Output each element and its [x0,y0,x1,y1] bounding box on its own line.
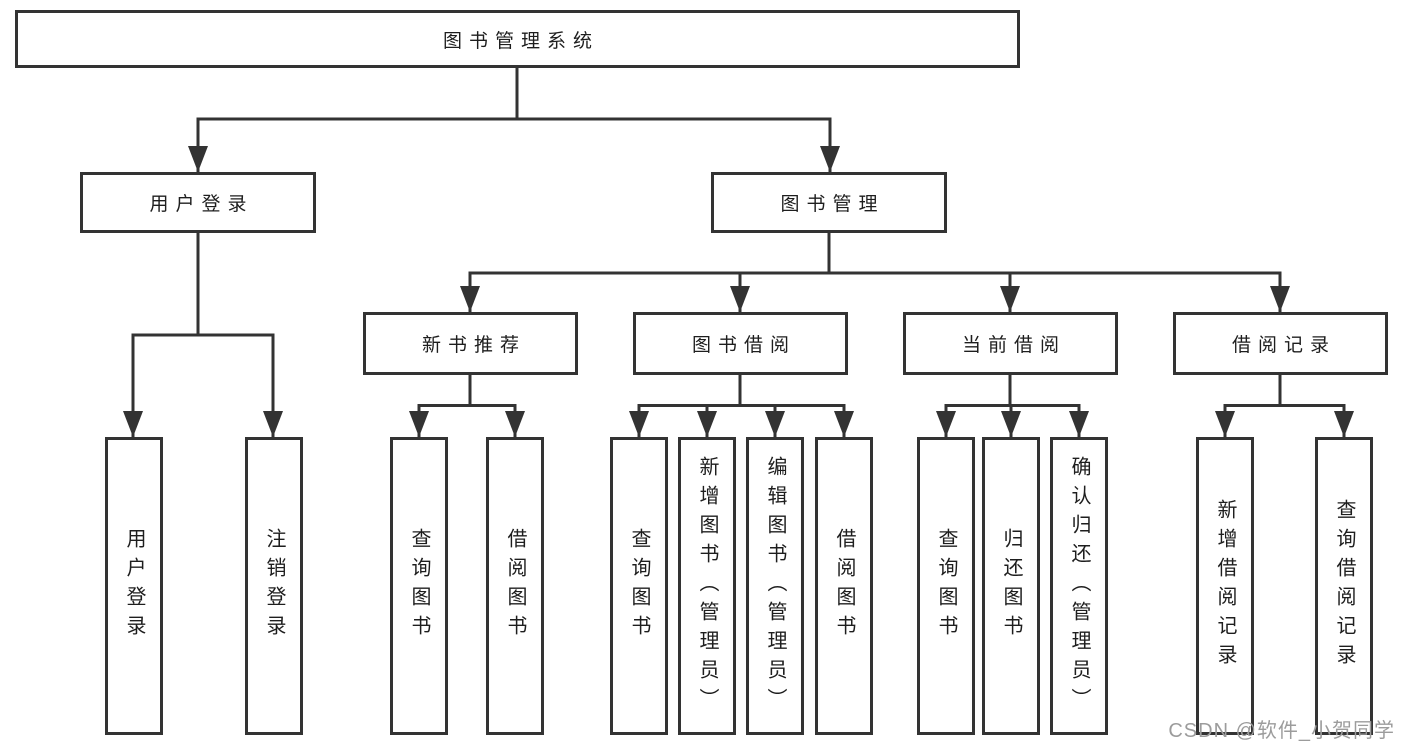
node-current-borrowing: 当前借阅 [903,312,1118,375]
node-user-login: 用户登录 [80,172,316,233]
node-leaf-query-books-1: 查询图书 [390,437,448,735]
node-leaf-add-books-admin: 新增图书（管理员） [678,437,736,735]
node-label: 归还图书 [1000,528,1022,644]
node-label: 新增图书（管理员） [696,455,718,717]
node-label: 新增借阅记录 [1214,499,1236,673]
node-leaf-borrow-books-2: 借阅图书 [815,437,873,735]
node-leaf-return-books: 归还图书 [982,437,1040,735]
node-label: 查询借阅记录 [1333,499,1355,673]
node-label: 查询图书 [408,528,430,644]
node-leaf-query-books-2: 查询图书 [610,437,668,735]
node-leaf-edit-books-admin: 编辑图书（管理员） [746,437,804,735]
node-label: 编辑图书（管理员） [764,455,786,717]
node-leaf-query-borrow-record: 查询借阅记录 [1315,437,1373,735]
node-label: 确认归还（管理员） [1068,455,1090,717]
node-library-management-system: 图书管理系统 [15,10,1020,68]
node-label: 用户登录 [123,528,145,644]
node-label: 借阅图书 [833,528,855,644]
node-leaf-user-login: 用户登录 [105,437,163,735]
node-book-borrowing: 图书借阅 [633,312,848,375]
node-leaf-confirm-return-admin: 确认归还（管理员） [1050,437,1108,735]
node-new-book-recommendation: 新书推荐 [363,312,578,375]
node-label: 查询图书 [935,528,957,644]
csdn-watermark: CSDN @软件_小贺同学 [1168,720,1395,742]
node-book-management: 图书管理 [711,172,947,233]
node-label: 注销登录 [263,528,285,644]
node-leaf-query-books-3: 查询图书 [917,437,975,735]
node-borrowing-records: 借阅记录 [1173,312,1388,375]
node-leaf-borrow-books-1: 借阅图书 [486,437,544,735]
node-label: 借阅图书 [504,528,526,644]
node-leaf-add-borrow-record: 新增借阅记录 [1196,437,1254,735]
node-leaf-logout: 注销登录 [245,437,303,735]
connector-arrows [123,119,1354,437]
node-label: 查询图书 [628,528,650,644]
